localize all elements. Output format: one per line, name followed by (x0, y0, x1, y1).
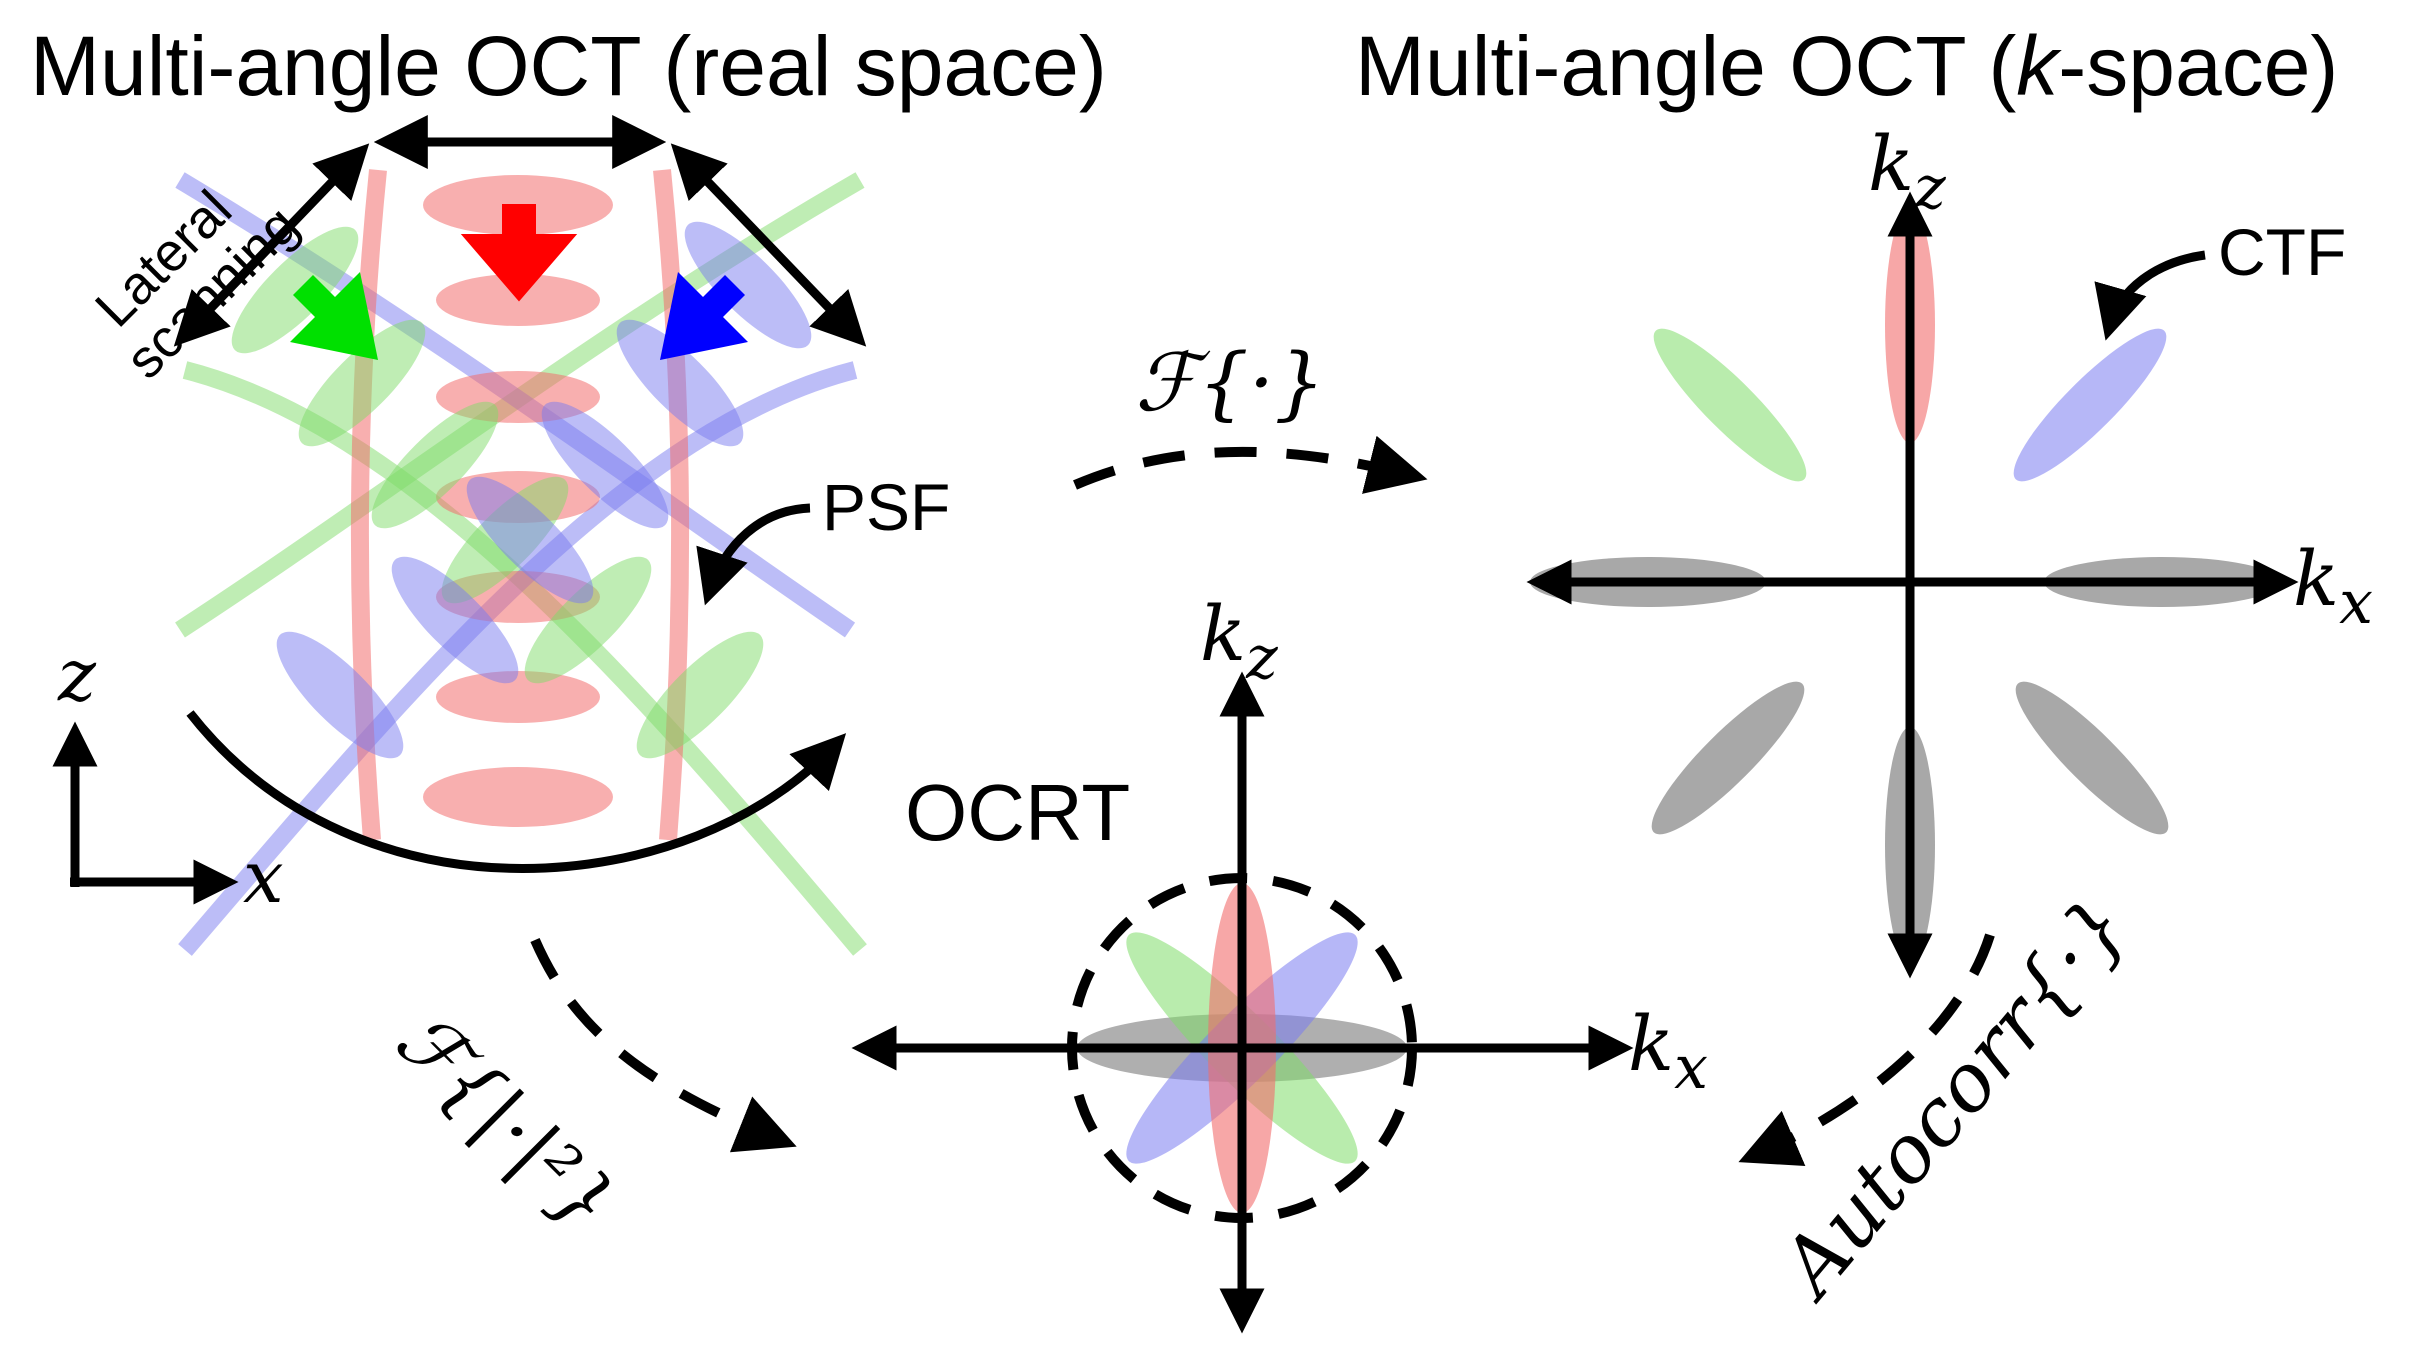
blue-psf (616, 319, 744, 447)
blue-psf (276, 631, 404, 759)
lateral-scanning-label: Lateral scanning (84, 179, 310, 390)
z-axis-label: z (57, 633, 97, 717)
green-psf (298, 319, 426, 447)
ocrt-label: OCRT (905, 768, 1130, 857)
blue-psf (391, 556, 519, 684)
autocorr-dashed-arrow (1738, 933, 1995, 1167)
green-ctf (1653, 328, 1807, 482)
blue-psf (466, 476, 594, 604)
lateral-scan-arrow-left (173, 143, 370, 347)
ocrt-kx-label: kx (1628, 999, 1708, 1103)
green-psf (524, 556, 652, 684)
x-axis-label: x (243, 835, 284, 919)
autocorr-operator: Autocorr{·} (1759, 880, 2147, 1318)
red-beam-arrow (460, 204, 578, 302)
blue-psf (541, 401, 669, 529)
red-psf (436, 671, 600, 723)
blue-ctf (2013, 328, 2167, 482)
green-psf (636, 631, 764, 759)
ocrt-panel: kz kx OCRT (851, 589, 1708, 1334)
fourier-operator: ℱ{·} (1135, 336, 1325, 429)
kspace-title: Multi-angle OCT (k-space) (1355, 19, 2338, 113)
ctf-pointer-arrow (2094, 250, 2206, 341)
green-beam-arrow (290, 272, 378, 360)
ctf-label: CTF (2218, 215, 2346, 289)
real-space-title: Multi-angle OCT (real space) (30, 19, 1107, 113)
kspace-panel: kz kx CTF (1526, 119, 2373, 979)
psf-label: PSF (822, 470, 950, 544)
angular-scan-arc (186, 710, 847, 873)
real-space-panel: Lateral scanning PSF z x (52, 115, 950, 956)
fourier-abs-sq-link: ℱ{|·|²} (379, 937, 797, 1249)
ocrt-kz-label: kz (1200, 589, 1278, 693)
autocorr-link: Autocorr{·} (1738, 880, 2147, 1318)
lateral-scan-arrow-right (670, 143, 867, 347)
psf-pointer-arrow (696, 503, 811, 606)
fourier-abs-sq-dashed-arrow (530, 937, 797, 1153)
kspace-kz-label: kz (1868, 119, 1946, 223)
fourier-dashed-arrow (1073, 435, 1428, 494)
red-psf (423, 767, 613, 827)
gray-ctf-lower-right (2015, 681, 2169, 835)
gray-ctf-lower-left (1651, 681, 1805, 835)
fourier-transform-link: ℱ{·} (1073, 336, 1428, 494)
green-psf (371, 401, 499, 529)
blue-beam-arrow (660, 272, 748, 360)
kspace-kx-label: kx (2293, 534, 2373, 638)
